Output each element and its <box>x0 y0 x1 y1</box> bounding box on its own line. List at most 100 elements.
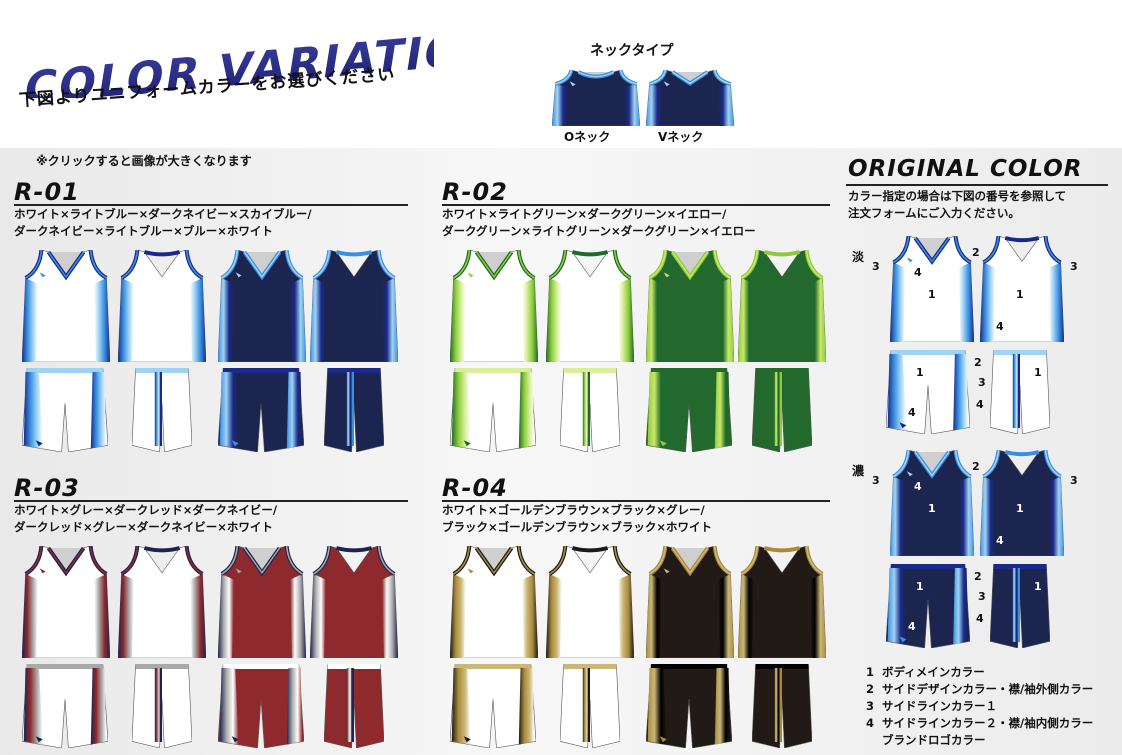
neck-option-label: Oネック <box>564 130 611 144</box>
color-number-marker: 1 <box>916 366 924 379</box>
instruction-line-2: 注文フォームにご入力ください。 <box>848 206 1020 220</box>
color-number-marker: 3 <box>978 376 986 389</box>
jersey-dark-back[interactable] <box>738 546 826 658</box>
color-number-marker: 1 <box>1034 580 1042 593</box>
set-code-label: R-04 <box>442 474 508 502</box>
color-number-marker: 1 <box>1016 288 1024 301</box>
color-number-marker: 1 <box>1016 502 1024 515</box>
jersey-light-front[interactable] <box>22 250 110 362</box>
original-jersey-dark-back[interactable] <box>980 450 1064 556</box>
set-description: ホワイト×ライトグリーン×ダークグリーン×イエロー/ ダークグリーン×ライトグリ… <box>442 206 756 240</box>
set-description: ホワイト×ライトブルー×ダークネイビー×スカイブルー/ ダークネイビー×ライトブ… <box>14 206 312 240</box>
original-shorts-dark-back[interactable] <box>990 564 1050 648</box>
color-number-marker: 3 <box>1070 474 1078 487</box>
original-shorts-light-back[interactable] <box>990 350 1050 434</box>
set-desc-line-2: ダークネイビー×ライトブルー×ブルー×ホワイト <box>14 224 273 238</box>
set-description: ホワイト×グレー×ダークレッド×ダークネイビー/ ダークレッド×グレー×ダークネ… <box>14 502 277 536</box>
shorts-dark-front[interactable] <box>218 664 304 748</box>
shorts-light-back[interactable] <box>560 664 620 748</box>
shorts-dark-back[interactable] <box>324 368 384 452</box>
set-divider <box>442 204 830 206</box>
click-note: ※クリックすると画像が大きくなります <box>36 154 252 168</box>
set-description: ホワイト×ゴールデンブラウン×ブラック×グレー/ ブラック×ゴールデンブラウン×… <box>442 502 712 536</box>
jersey-dark-front[interactable] <box>218 250 306 362</box>
color-number-marker: 2 <box>974 570 982 583</box>
set-code-label: R-02 <box>442 178 508 206</box>
jersey-light-front[interactable] <box>22 546 110 658</box>
jersey-light-back[interactable] <box>118 250 206 362</box>
color-number-marker: 2 <box>972 246 980 259</box>
jersey-light-back[interactable] <box>118 546 206 658</box>
set-desc-line-1: ホワイト×グレー×ダークレッド×ダークネイビー/ <box>14 503 278 517</box>
set-desc-line-2: ダークレッド×グレー×ダークネイビー×ホワイト <box>14 520 273 534</box>
neck-option-v[interactable] <box>646 70 734 126</box>
jersey-dark-back[interactable] <box>738 250 826 362</box>
jersey-dark-front[interactable] <box>218 546 306 658</box>
set-desc-line-1: ホワイト×ライトグリーン×ダークグリーン×イエロー/ <box>442 207 727 221</box>
jersey-light-back[interactable] <box>546 546 634 658</box>
color-number-marker: 4 <box>976 612 984 625</box>
jersey-dark-front[interactable] <box>646 250 734 362</box>
original-shorts-light-front[interactable] <box>886 350 970 434</box>
original-color-title: ORIGINAL COLOR <box>848 156 1083 182</box>
set-code-r-01: R-01 <box>14 178 80 206</box>
neck-option-label: Vネック <box>658 130 704 144</box>
jersey-light-front[interactable] <box>450 546 538 658</box>
shorts-light-back[interactable] <box>132 664 192 748</box>
color-number-marker: 2 <box>974 356 982 369</box>
shorts-dark-back[interactable] <box>324 664 384 748</box>
legend-item-extra: ブランドロゴカラー <box>882 733 986 747</box>
color-number-marker: 4 <box>996 320 1004 333</box>
shorts-dark-front[interactable] <box>646 664 732 748</box>
set-divider <box>442 500 830 502</box>
shorts-dark-front[interactable] <box>218 368 304 452</box>
color-number-marker: 1 <box>928 502 936 515</box>
color-number-marker: 4 <box>914 266 922 279</box>
dark-shade-label: 濃 <box>852 464 865 478</box>
set-desc-line-1: ホワイト×ゴールデンブラウン×ブラック×グレー/ <box>442 503 705 517</box>
shorts-light-front[interactable] <box>22 368 108 452</box>
color-number-marker: 4 <box>914 480 922 493</box>
original-jersey-light-front[interactable] <box>890 236 974 342</box>
jersey-dark-back[interactable] <box>310 546 398 658</box>
original-shorts-dark-front[interactable] <box>886 564 970 648</box>
color-number-marker: 3 <box>978 590 986 603</box>
shorts-light-back[interactable] <box>132 368 192 452</box>
color-number-marker: 3 <box>1070 260 1078 273</box>
page-header: COLOR VARIATION 下図よりユニフォームカラーをお選びください ネッ… <box>0 0 1122 148</box>
neck-type-title: ネックタイプ <box>590 43 674 59</box>
jersey-dark-back[interactable] <box>310 250 398 362</box>
set-desc-line-1: ホワイト×ライトブルー×ダークネイビー×スカイブルー/ <box>14 207 312 221</box>
jersey-light-front[interactable] <box>450 250 538 362</box>
shorts-light-front[interactable] <box>450 368 536 452</box>
color-number-marker: 3 <box>872 260 880 273</box>
color-number-marker: 2 <box>972 460 980 473</box>
jersey-dark-front[interactable] <box>646 546 734 658</box>
color-number-marker: 4 <box>976 398 984 411</box>
instruction-line-1: カラー指定の場合は下図の番号を参照して <box>848 189 1067 203</box>
shorts-light-front[interactable] <box>450 664 536 748</box>
original-jersey-dark-front[interactable] <box>890 450 974 556</box>
shorts-light-back[interactable] <box>560 368 620 452</box>
set-code-label: R-03 <box>14 474 80 502</box>
light-shade-label: 淡 <box>852 250 865 264</box>
shorts-dark-front[interactable] <box>646 368 732 452</box>
set-divider <box>14 500 408 502</box>
original-jersey-light-back[interactable] <box>980 236 1064 342</box>
set-desc-line-2: ブラック×ゴールデンブラウン×ブラック×ホワイト <box>442 520 713 534</box>
set-code-r-04: R-04 <box>442 474 508 502</box>
neck-option-o[interactable] <box>552 70 640 126</box>
jersey-light-back[interactable] <box>546 250 634 362</box>
shorts-dark-back[interactable] <box>752 368 812 452</box>
color-number-marker: 4 <box>908 406 916 419</box>
set-desc-line-2: ダークグリーン×ライトグリーン×ダークグリーン×イエロー <box>442 224 756 238</box>
shorts-dark-back[interactable] <box>752 664 812 748</box>
shorts-light-front[interactable] <box>22 664 108 748</box>
original-color-divider <box>846 184 1108 186</box>
set-code-label: R-01 <box>14 178 80 206</box>
color-number-marker: 1 <box>916 580 924 593</box>
